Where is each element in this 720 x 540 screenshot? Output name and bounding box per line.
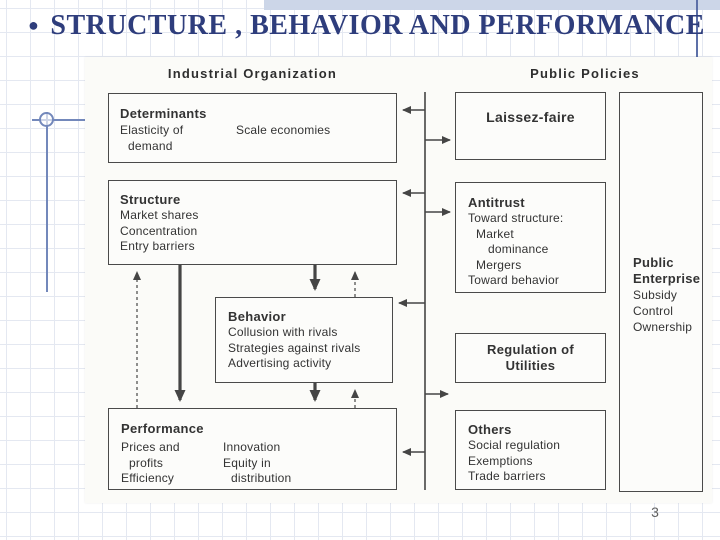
box-line: Efficiency xyxy=(121,471,175,485)
box-title: Utilities xyxy=(505,358,556,373)
decorative-circle xyxy=(39,112,54,127)
box-line: Ownership xyxy=(633,320,693,334)
decorative-horizontal-line xyxy=(32,119,90,121)
box-line: Market xyxy=(476,226,514,241)
box-line: Equity in xyxy=(223,455,271,470)
box-line: Entry barriers xyxy=(120,239,195,253)
box-title: Determinants xyxy=(120,106,207,121)
box-line: Scale economies xyxy=(236,123,331,137)
box-line: Prices and xyxy=(121,440,180,454)
behavior-box: Behavior Collusion with rivals Strategie… xyxy=(215,297,393,383)
box-title: Antitrust xyxy=(468,195,525,210)
box-line: Strategies against rivals xyxy=(228,340,361,355)
performance-box: Performance Prices and profits Efficienc… xyxy=(108,408,397,490)
regulation-of-utilities-box: Regulation of Utilities xyxy=(455,333,606,383)
laissez-faire-box: Laissez-faire xyxy=(455,92,606,160)
top-accent-band xyxy=(264,0,720,10)
box-line: Toward structure: xyxy=(468,211,564,225)
box-line: profits xyxy=(129,455,164,470)
antitrust-box: Antitrust Toward structure: Market domin… xyxy=(455,182,606,293)
determinants-box: Determinants Elasticity of demand Scale … xyxy=(108,93,397,163)
box-line: Control xyxy=(633,304,674,318)
box-title: Others xyxy=(468,422,512,437)
box-line: Exemptions xyxy=(468,453,533,468)
box-line: Elasticity of xyxy=(120,123,184,137)
determinants-left-column: Elasticity of demand xyxy=(120,123,183,154)
decorative-vertical-line xyxy=(46,112,48,292)
box-title: Enterprise xyxy=(633,271,701,286)
top-right-accent-line xyxy=(696,0,698,58)
box-line: dominance xyxy=(488,242,549,256)
others-box: Others Social regulation Exemptions Trad… xyxy=(455,410,606,490)
box-line: Social regulation xyxy=(468,438,561,452)
box-line: Trade barriers xyxy=(468,469,546,483)
determinants-right-column: Scale economies xyxy=(236,123,330,139)
box-title: Behavior xyxy=(228,309,287,324)
page-number: 3 xyxy=(651,504,659,520)
box-title: Structure xyxy=(120,192,181,207)
box-line: Concentration xyxy=(120,223,198,238)
box-line: distribution xyxy=(231,471,292,485)
box-line: Innovation xyxy=(223,440,281,454)
public-enterprise-box: Public Enterprise Subsidy Control Owners… xyxy=(619,92,703,492)
industrial-organization-header: Industrial Organization xyxy=(167,66,338,81)
box-line: Collusion with rivals xyxy=(228,325,338,339)
public-policies-header: Public Policies xyxy=(530,66,640,81)
structure-box: Structure Market shares Concentration En… xyxy=(108,180,397,265)
box-title: Public xyxy=(633,255,674,270)
performance-right-column: Innovation Equity in distribution xyxy=(223,440,291,487)
performance-left-column: Prices and profits Efficiency xyxy=(121,440,180,487)
box-line: Market shares xyxy=(120,208,199,222)
box-line: Mergers xyxy=(476,257,522,272)
slide-title-text: STRUCTURE , BEHAVIOR AND PERFORMANCE xyxy=(50,10,705,41)
box-title: Performance xyxy=(121,421,204,436)
box-line: Subsidy xyxy=(633,288,678,302)
box-line: Advertising activity xyxy=(228,356,332,370)
title-bullet-icon: ● xyxy=(28,15,40,35)
box-title: Regulation of xyxy=(487,342,574,357)
box-title: Laissez-faire xyxy=(486,109,575,125)
box-line: Toward behavior xyxy=(468,273,560,287)
slide-title: ● STRUCTURE , BEHAVIOR AND PERFORMANCE xyxy=(28,10,720,42)
box-line: demand xyxy=(128,138,173,153)
